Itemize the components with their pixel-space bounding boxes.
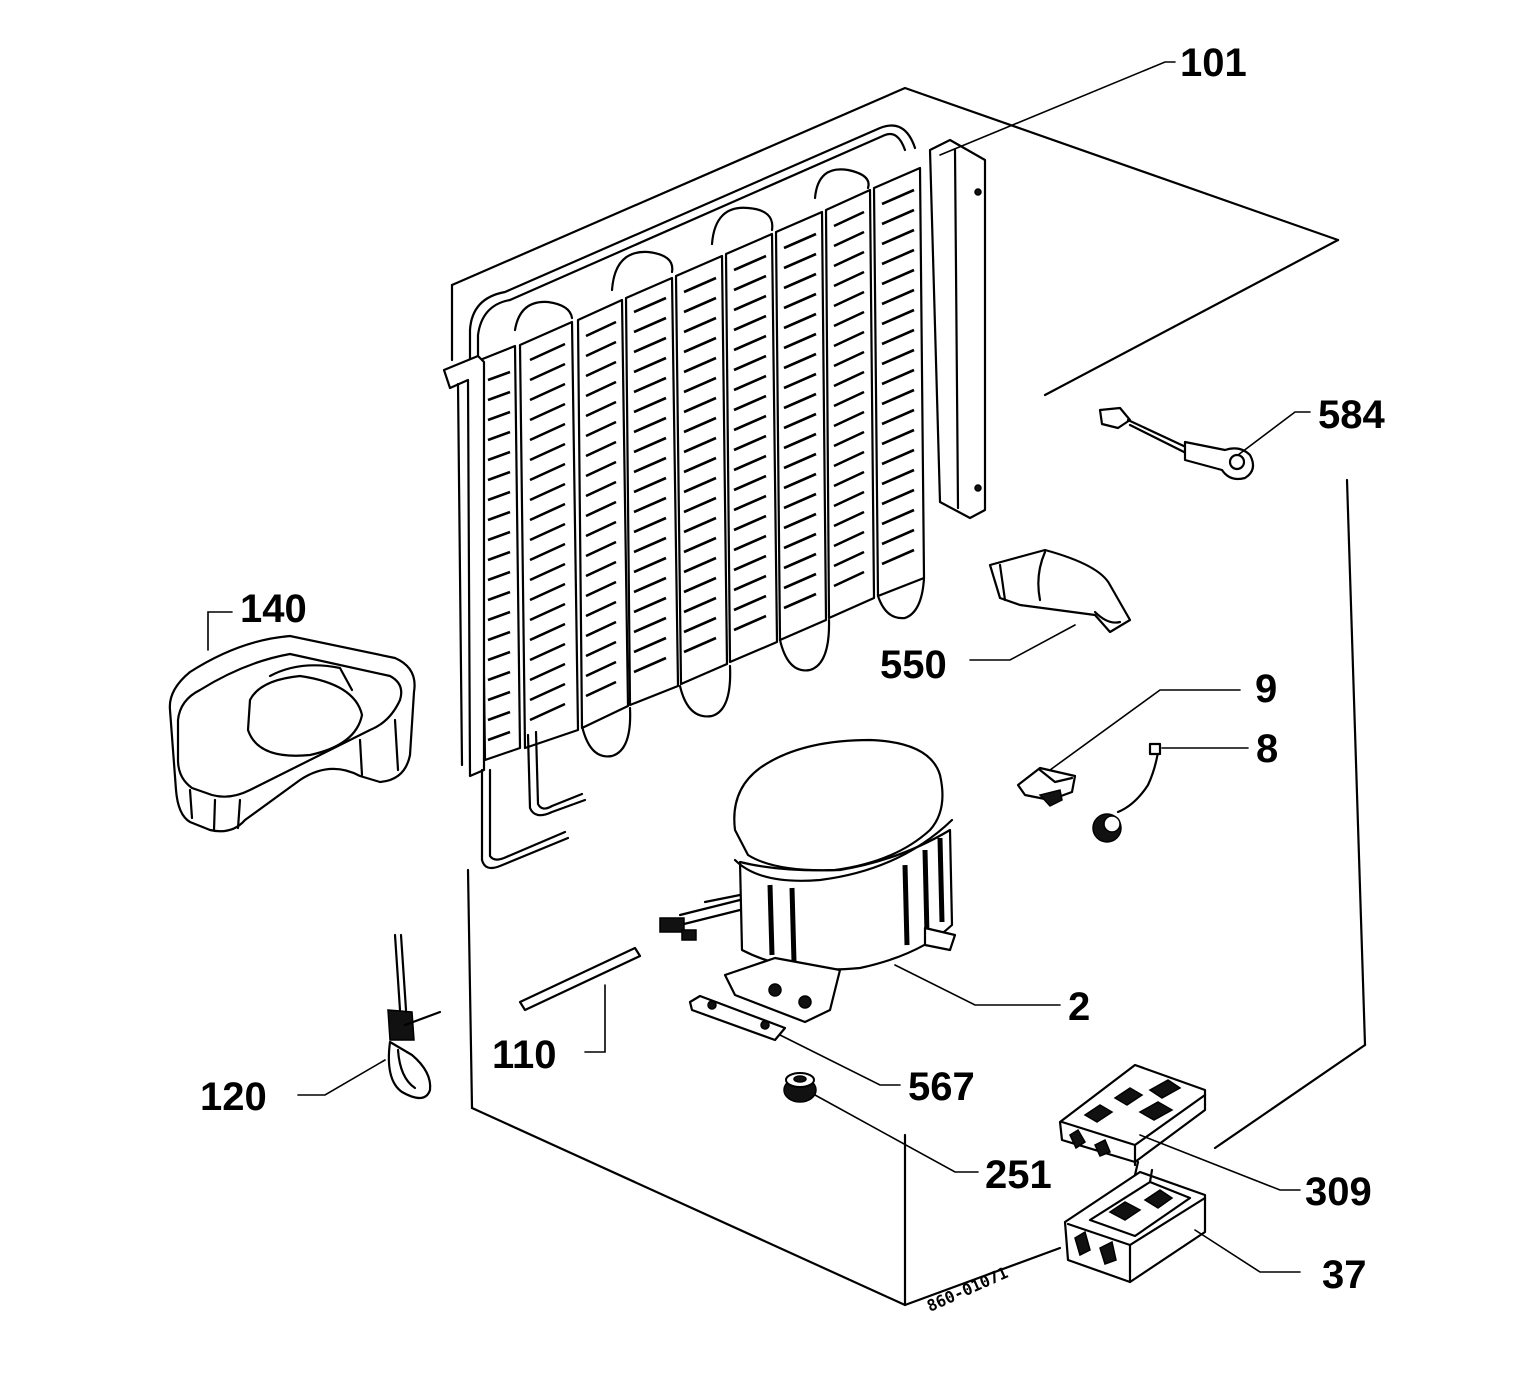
mounting-plate-part-567 (688, 994, 787, 1042)
cabinet-outline (450, 86, 1367, 1307)
cap-part-8 (1092, 742, 1162, 843)
tube-part-110 (518, 946, 642, 1012)
relay-box-part-37 (1063, 1160, 1207, 1284)
leader-9 (1049, 689, 1241, 771)
part-labels: 101 584 140 550 9 8 2 110 120 567 251 30… (200, 41, 1385, 1297)
part-label-120: 120 (200, 1075, 267, 1119)
part-label-251: 251 (985, 1153, 1052, 1197)
grommet-part-9 (1016, 766, 1077, 807)
leader-120 (297, 1059, 386, 1096)
part-label-2: 2 (1068, 985, 1090, 1029)
leader-140 (207, 611, 233, 651)
part-label-9: 9 (1255, 667, 1277, 711)
condenser-part-101 (442, 124, 987, 870)
leader-567 (779, 1034, 901, 1086)
part-label-140: 140 (240, 587, 307, 631)
part-label-584: 584 (1318, 393, 1385, 437)
leader-2 (894, 964, 1061, 1006)
relay-cover-part-550 (988, 548, 1132, 634)
part-label-550: 550 (880, 643, 947, 687)
leader-lines (207, 61, 1311, 1273)
leader-550 (969, 624, 1076, 661)
drawing-code: 860-01071 (924, 1263, 1011, 1316)
leader-101 (939, 61, 1176, 156)
compressor-part-2 (659, 738, 957, 1024)
part-label-101: 101 (1180, 41, 1247, 85)
part-label-309: 309 (1305, 1170, 1372, 1214)
part-label-567: 567 (908, 1065, 975, 1109)
part-label-8: 8 (1256, 727, 1278, 771)
part-label-110: 110 (492, 1033, 557, 1077)
leader-251 (814, 1094, 979, 1173)
leader-110 (584, 984, 606, 1053)
capillary-part-584 (1098, 406, 1255, 481)
leader-309 (1139, 1134, 1301, 1191)
foot-part-251 (783, 1072, 817, 1103)
drain-tray-part-140 (168, 634, 416, 833)
leader-37 (1194, 1229, 1301, 1273)
part-label-37: 37 (1322, 1253, 1367, 1297)
leader-584 (1237, 411, 1311, 456)
condenser-fins (478, 166, 926, 762)
terminal-block-part-309 (1058, 1063, 1207, 1167)
valve-part-120 (387, 933, 442, 1100)
